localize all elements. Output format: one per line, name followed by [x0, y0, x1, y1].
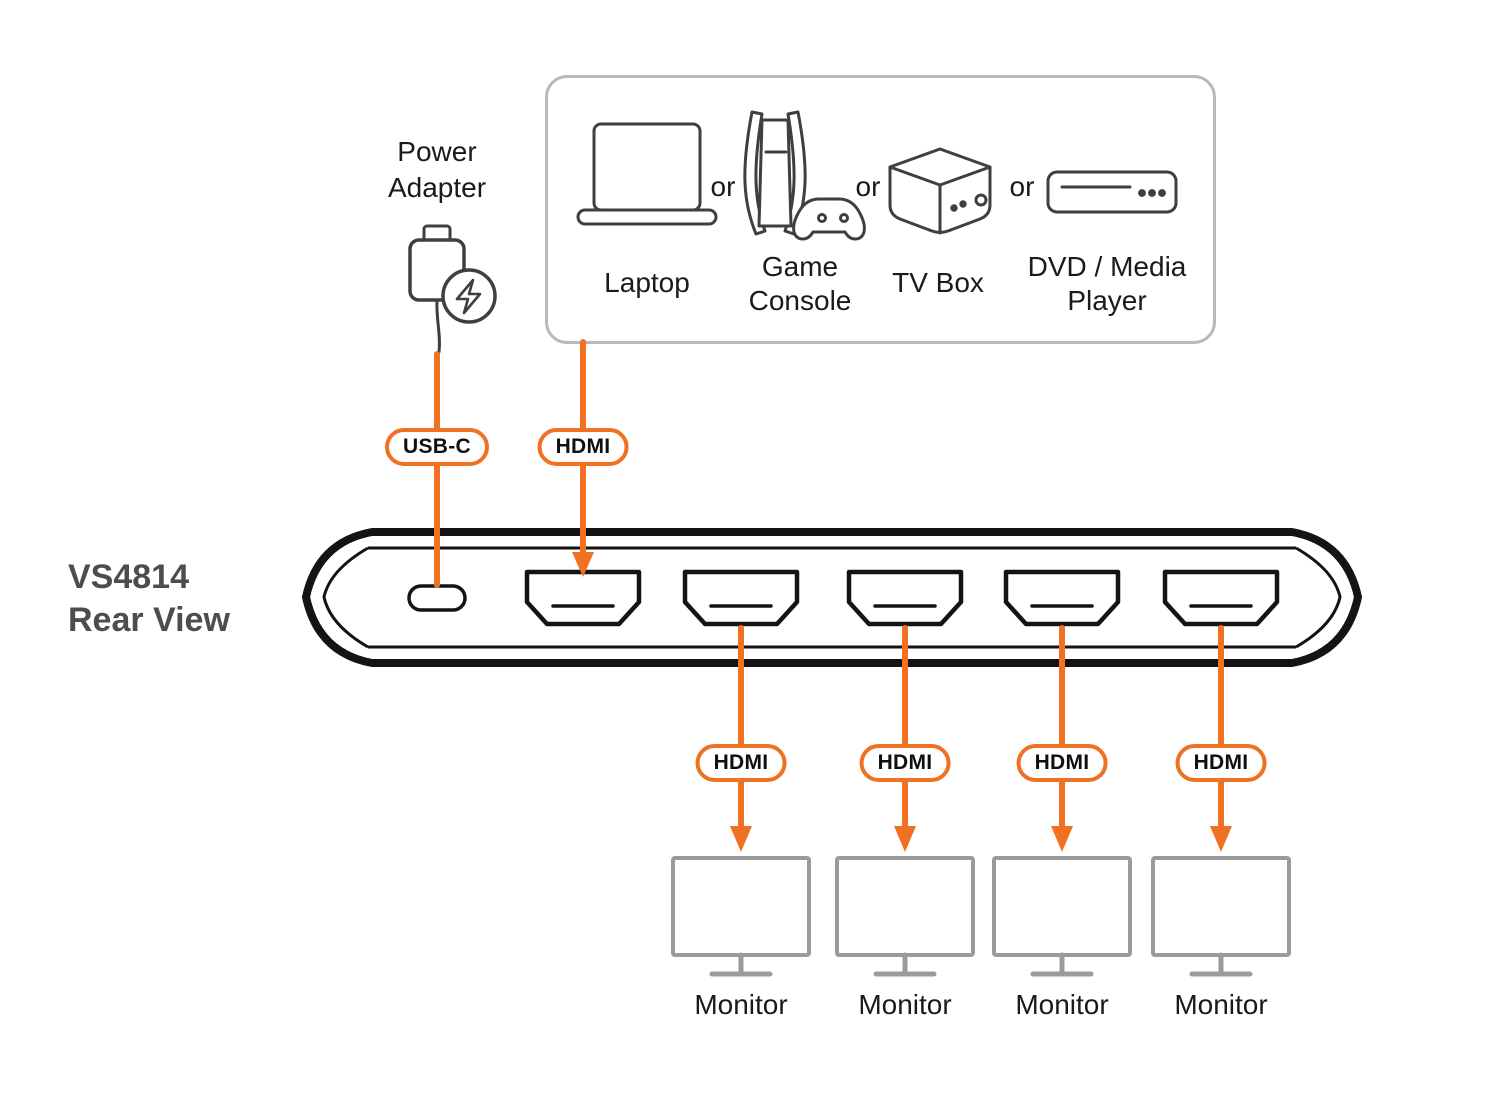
- arrow-down-icon: [894, 826, 916, 852]
- hdmi-port-output-2: [846, 569, 964, 627]
- monitor-icon-2: [835, 856, 975, 977]
- hdmi-output-cable-4: [1210, 625, 1232, 852]
- monitor-icon-3: [992, 856, 1132, 977]
- hdmi-output-badge-4: HDMI: [1175, 744, 1267, 782]
- device-model: VS4814: [68, 558, 189, 596]
- source-label-game-console: Game Console: [748, 251, 852, 316]
- lightning-icon: [455, 278, 482, 315]
- monitor-icon-4: [1151, 856, 1291, 977]
- usb-c-badge: USB-C: [385, 428, 489, 466]
- usb-c-port: [407, 584, 467, 612]
- monitor-label-1: Monitor: [694, 989, 788, 1020]
- monitor-label-2: Monitor: [858, 989, 952, 1020]
- hdmi-output-cable-1: [730, 625, 752, 852]
- arrow-down-icon: [1051, 826, 1073, 852]
- hdmi-output-badge-3: HDMI: [1016, 744, 1108, 782]
- arrow-down-icon: [1210, 826, 1232, 852]
- hdmi-output-cable-3: [1051, 625, 1073, 852]
- source-label-dvd-media-player: DVD / Media Player: [1027, 251, 1187, 316]
- or-separator-3: or: [1009, 171, 1035, 202]
- or-separator-1: or: [710, 171, 736, 202]
- source-label-laptop: Laptop: [604, 267, 690, 298]
- hdmi-port-output-4: [1162, 569, 1280, 627]
- monitor-icon-1: [671, 856, 811, 977]
- arrow-down-icon: [572, 552, 594, 577]
- hdmi-output-badge-2: HDMI: [859, 744, 951, 782]
- hdmi-port-output-3: [1003, 569, 1121, 627]
- monitor-label-4: Monitor: [1174, 989, 1268, 1020]
- device-view-label: Rear View: [68, 601, 230, 639]
- hdmi-port-output-1: [682, 569, 800, 627]
- arrow-down-icon: [730, 826, 752, 852]
- monitor-label-3: Monitor: [1015, 989, 1109, 1020]
- or-separator-2: or: [855, 171, 881, 202]
- hdmi-port-input: [524, 569, 642, 627]
- hdmi-output-cable-2: [894, 625, 916, 852]
- hdmi-output-badge-1: HDMI: [695, 744, 787, 782]
- power-adapter-icon: [408, 224, 497, 354]
- device-rear-view: [302, 528, 1362, 667]
- source-label-tv-box: TV Box: [892, 267, 984, 298]
- device-title: VS4814 Rear View: [68, 556, 230, 642]
- hdmi-input-badge: HDMI: [537, 428, 629, 466]
